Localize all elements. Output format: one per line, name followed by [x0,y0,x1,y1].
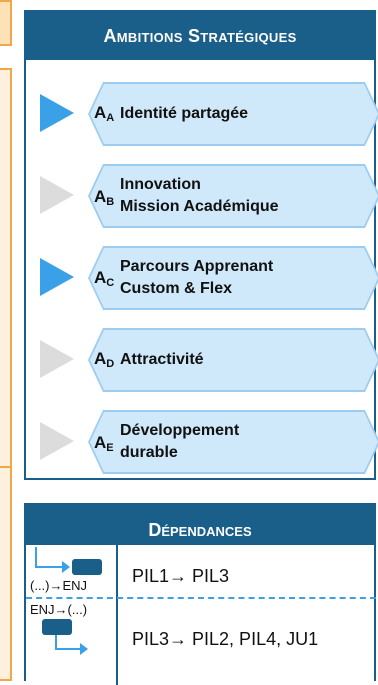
ambition-hexagon [90,412,378,472]
dependency-row-divider [26,597,376,599]
inactive-indicator-arrow-icon [40,176,74,214]
adjacent-connector-tick [0,466,12,468]
ambition-label-line2: durable [120,444,178,461]
inactive-indicator-arrow-icon [40,422,74,460]
ambition-item-a[interactable]: AA Identité partagée [26,82,378,146]
ambition-code: AD [94,349,115,370]
ambition-code: AA [94,103,115,124]
ambition-label-line1: Développement [120,422,240,439]
incoming-dependency-label: (...)→ENJ [30,578,88,593]
ambition-item-e[interactable]: AE Développement durable [26,410,378,474]
outgoing-dependency-icon [42,619,88,655]
ambition-hexagon [90,248,378,308]
adjacent-box-top-edge [0,0,12,46]
active-indicator-arrow-icon [40,258,74,296]
dependency-row-text: PIL1→ PIL3 [132,566,230,586]
adjacent-box-main-edge [0,68,12,681]
ambitions-title: Ambitions Stratégiques [26,12,374,60]
ambition-item-d[interactable]: AD Attractivité [26,328,378,392]
dependency-icon-column [26,545,118,685]
ambition-code: AB [94,187,115,208]
ambition-label-line1: Innovation [120,176,201,193]
incoming-dependency-icon [35,547,102,575]
ambitions-panel: Ambitions Stratégiques AA Identité parta… [24,10,378,480]
dependances-panel: Dépendances (...)→ENJ PIL1→ PIL3 ENJ→(..… [24,503,376,685]
dependency-row-text: PIL3→ PIL2, PIL4, JU1 [132,629,319,649]
ambition-hexagon [90,166,378,226]
ambition-label: Identité partagée [120,105,249,122]
ambition-label: Attractivité [120,351,204,368]
ambition-code: AC [94,268,115,289]
ambition-hexagon [90,330,378,390]
ambition-code: AE [94,433,114,454]
outgoing-dependency-label: ENJ→(...) [30,602,88,617]
active-indicator-arrow-icon [40,94,74,132]
ambition-label-line2: Custom & Flex [120,280,233,297]
ambition-label-line1: Parcours Apprenant [120,258,274,275]
inactive-indicator-arrow-icon [40,340,74,378]
ambition-label-line2: Mission Académique [120,198,279,215]
ambition-item-b[interactable]: AB Innovation Mission Académique [26,164,378,228]
dependances-title: Dépendances [26,505,374,545]
ambition-item-c[interactable]: AC Parcours Apprenant Custom & Flex [26,246,378,310]
ambition-hexagon [90,84,378,144]
